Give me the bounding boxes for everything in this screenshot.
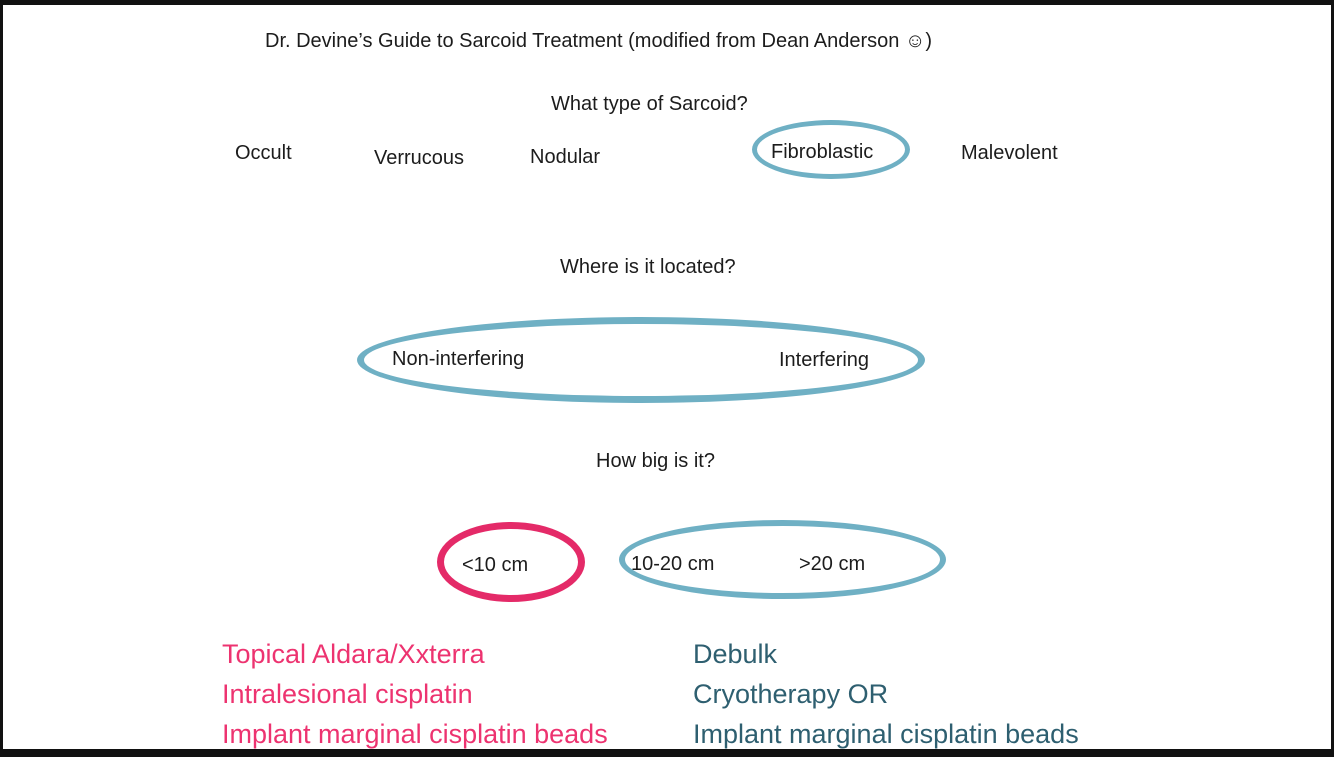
size-option-medium: 10-20 cm xyxy=(631,553,715,575)
type-option-nodular: Nodular xyxy=(530,146,601,168)
type-option-occult: Occult xyxy=(235,142,292,164)
slide-canvas: Dr. Devine’s Guide to Sarcoid Treatment … xyxy=(3,5,1331,749)
type-option-malevolent: Malevolent xyxy=(961,142,1058,164)
question-type: What type of Sarcoid? xyxy=(551,93,748,115)
treatment-small-line-2: Intralesional cisplatin xyxy=(222,679,473,709)
treatment-list-small: Topical Aldara/Xxterra Intralesional cis… xyxy=(222,634,608,754)
treatment-small-line-3: Implant marginal cisplatin beads xyxy=(222,719,608,749)
location-option-interfering: Interfering xyxy=(779,349,870,371)
question-size: How big is it? xyxy=(596,450,715,472)
size-small-highlight-ellipse xyxy=(437,522,585,602)
size-large-highlight-ellipse xyxy=(619,520,946,599)
fibroblastic-highlight-ellipse xyxy=(752,120,910,179)
question-location: Where is it located? xyxy=(560,256,736,278)
treatment-small-line-1: Topical Aldara/Xxterra xyxy=(222,639,485,669)
location-highlight-ellipse xyxy=(357,317,925,403)
treatment-large-line-1: Debulk xyxy=(693,639,778,669)
treatment-list-large: Debulk Cryotherapy OR Implant marginal c… xyxy=(693,634,1079,754)
location-option-non-interfering: Non-interfering xyxy=(392,348,525,370)
type-option-verrucous: Verrucous xyxy=(374,147,465,169)
type-option-fibroblastic: Fibroblastic xyxy=(771,141,874,163)
size-option-large: >20 cm xyxy=(799,553,866,575)
slide-title: Dr. Devine’s Guide to Sarcoid Treatment … xyxy=(265,30,933,52)
treatment-large-line-2: Cryotherapy OR xyxy=(693,679,889,709)
treatment-large-line-3: Implant marginal cisplatin beads xyxy=(693,719,1079,749)
size-option-small: <10 cm xyxy=(462,554,529,576)
